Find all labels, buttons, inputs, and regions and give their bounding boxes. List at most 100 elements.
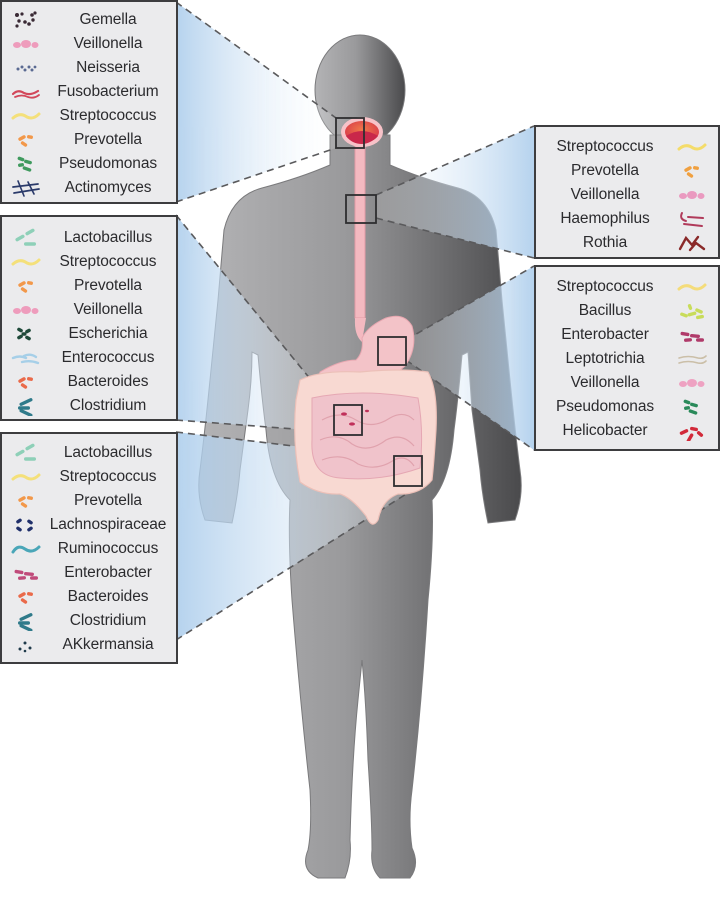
projection-stomach (406, 266, 534, 450)
veillonella-icon (676, 185, 708, 205)
species-row: Prevotella (2, 128, 176, 152)
small-intestine (311, 392, 423, 480)
veillonella-icon (676, 373, 708, 393)
species-label: Enterococcus (61, 349, 155, 366)
prevotella-icon (10, 276, 42, 296)
species-label: Bacteroides (67, 588, 149, 605)
streptococcus-icon (676, 137, 708, 157)
species-row: Helicobacter (536, 419, 718, 443)
species-row: Fusobacterium (2, 80, 176, 104)
species-row: Veillonella (2, 298, 176, 322)
species-label: Veillonella (570, 374, 640, 391)
species-label: Prevotella (571, 162, 639, 179)
species-row: Enterobacter (536, 323, 718, 347)
prevotella-icon (676, 161, 708, 181)
streptococcus-icon (676, 277, 708, 297)
species-row: AKkermansia (2, 633, 176, 657)
species-row: Veillonella (536, 371, 718, 395)
enterobacter-icon (676, 325, 708, 345)
region-box-stomach (377, 336, 407, 366)
lactobacillus-icon (10, 443, 42, 463)
species-row: Clostridium (2, 394, 176, 418)
species-row: Prevotella (536, 159, 718, 183)
species-row: Prevotella (2, 489, 176, 513)
veillonella-icon (10, 34, 42, 54)
projection-esophagus (376, 126, 534, 258)
pseudomonas-icon (676, 397, 708, 417)
species-label: Veillonella (570, 186, 640, 203)
species-label: Prevotella (74, 277, 142, 294)
species-label: Bacteroides (67, 373, 149, 390)
prevotella-icon (10, 491, 42, 511)
species-row: Lachnospiraceae (2, 513, 176, 537)
species-row: Rothia (536, 231, 718, 255)
fusobacterium-icon (10, 82, 42, 102)
species-row: Streptococcus (2, 250, 176, 274)
connector-lines (175, 1, 535, 641)
species-label: Escherichia (68, 325, 148, 342)
escherichia-icon (10, 324, 42, 344)
species-row: Ruminococcus (2, 537, 176, 561)
bacteroides-icon (10, 587, 42, 607)
streptococcus-icon (10, 252, 42, 272)
species-row: Prevotella (2, 274, 176, 298)
species-label: Neisseria (76, 59, 140, 76)
species-label: Clostridium (69, 397, 147, 414)
species-label: Streptococcus (59, 253, 157, 270)
species-row: Bacteroides (2, 370, 176, 394)
species-label: Streptococcus (556, 278, 654, 295)
species-label: Enterobacter (561, 326, 649, 343)
species-row: Veillonella (2, 32, 176, 56)
species-row: Enterobacter (2, 561, 176, 585)
species-row: Bacillus (536, 299, 718, 323)
species-row: Leptotrichia (536, 347, 718, 371)
species-label: Streptococcus (59, 107, 157, 124)
species-row: Clostridium (2, 609, 176, 633)
enterobacter-icon (10, 563, 42, 583)
region-box-large-intestine (393, 455, 423, 487)
helicobacter-icon (676, 421, 708, 443)
species-label: Haemophilus (560, 210, 650, 227)
species-label: Clostridium (69, 612, 147, 629)
species-label: Actinomyces (64, 179, 152, 196)
species-label: Lachnospiraceae (49, 516, 167, 533)
projection-small-intestine (176, 215, 334, 432)
bacteroides-icon (10, 372, 42, 392)
species-row: Streptococcus (2, 104, 176, 128)
species-row: Neisseria (2, 56, 176, 80)
enterococcus-icon (10, 348, 42, 368)
rothia-icon (676, 233, 708, 253)
species-row: Streptococcus (2, 465, 176, 489)
species-label: Streptococcus (556, 138, 654, 155)
akkermansia-icon (10, 635, 42, 655)
species-label: Pseudomonas (556, 398, 654, 415)
species-label: Helicobacter (562, 422, 648, 439)
species-label: Rothia (582, 234, 628, 251)
species-label: Veillonella (73, 301, 143, 318)
species-row: Gemella (2, 8, 176, 32)
gemella-icon (10, 10, 42, 30)
species-label: Leptotrichia (565, 350, 645, 367)
ruminococcus-icon (10, 539, 42, 559)
species-label: Pseudomonas (59, 155, 157, 172)
streptococcus-icon (10, 467, 42, 487)
species-label: AKkermansia (62, 636, 154, 653)
clostridium-icon (10, 611, 42, 632)
species-row: Lactobacillus (2, 226, 176, 250)
leptotrichia-icon (676, 349, 708, 369)
haemophilus-icon (676, 209, 708, 229)
pseudomonas-icon (10, 154, 42, 174)
species-row: Streptococcus (536, 275, 718, 299)
species-row: Pseudomonas (536, 395, 718, 419)
prevotella-icon (10, 130, 42, 150)
species-label: Enterobacter (64, 564, 152, 581)
species-label: Lactobacillus (63, 444, 153, 461)
species-label: Streptococcus (59, 468, 157, 485)
species-row: Pseudomonas (2, 152, 176, 176)
esophagus (354, 137, 366, 319)
